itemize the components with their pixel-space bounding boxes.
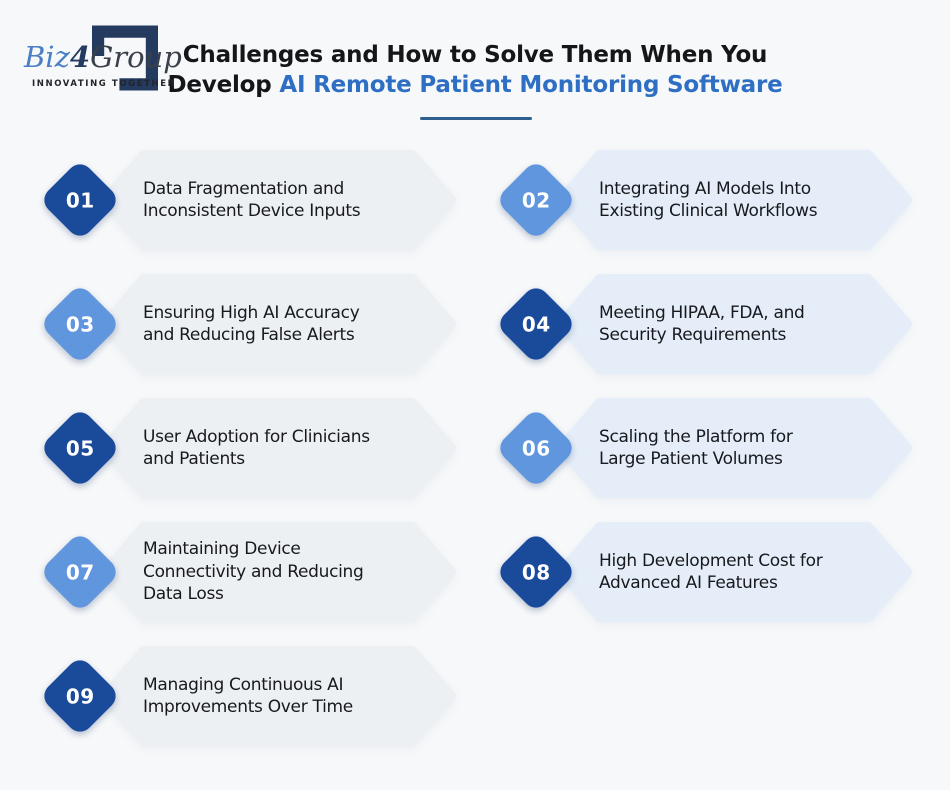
item-number: 04	[521, 312, 551, 336]
challenge-item: Maintaining Device Connectivity and Redu…	[38, 522, 459, 622]
brand-tagline: INNOVATING TOGETHER	[32, 79, 176, 89]
logo-bracket-icon	[92, 25, 158, 91]
item-number: 06	[521, 436, 551, 460]
item-text: Scaling the Platform for Large Patient V…	[599, 426, 793, 470]
item-text: Data Fragmentation and Inconsistent Devi…	[143, 178, 361, 222]
challenge-item: Meeting HIPAA, FDA, and Security Require…	[494, 274, 915, 374]
biz4group-logo: Biz4Group INNOVATING TOGETHER	[20, 16, 182, 104]
item-number: 05	[65, 436, 95, 460]
brand-digit: 4	[69, 40, 91, 74]
item-number: 02	[521, 188, 551, 212]
item-text: High Development Cost for Advanced AI Fe…	[599, 550, 823, 594]
brand-text: Biz4Group	[24, 40, 182, 74]
brand-suffix: Group	[90, 40, 182, 74]
challenge-item: Ensuring High AI Accuracy and Reducing F…	[38, 274, 459, 374]
page-title-line2: Develop AI Remote Patient Monitoring Sof…	[0, 70, 950, 100]
challenge-item: Integrating AI Models Into Existing Clin…	[494, 150, 915, 250]
item-number: 08	[521, 560, 551, 584]
item-number: 03	[65, 312, 95, 336]
challenge-item: Scaling the Platform for Large Patient V…	[494, 398, 915, 498]
challenge-item: High Development Cost for Advanced AI Fe…	[494, 522, 915, 622]
page-title: Challenges and How to Solve Them When Yo…	[0, 40, 950, 100]
item-text: User Adoption for Clinicians and Patient…	[143, 426, 370, 470]
item-number: 01	[65, 188, 95, 212]
title-underline	[420, 117, 532, 120]
item-number: 07	[65, 560, 95, 584]
title-line2-highlight: AI Remote Patient Monitoring Software	[279, 72, 783, 98]
challenge-item: Data Fragmentation and Inconsistent Devi…	[38, 150, 459, 250]
challenge-item: User Adoption for Clinicians and Patient…	[38, 398, 459, 498]
page-title-line1: Challenges and How to Solve Them When Yo…	[182, 42, 768, 68]
item-text: Managing Continuous AI Improvements Over…	[143, 674, 353, 718]
item-text: Maintaining Device Connectivity and Redu…	[143, 539, 364, 605]
item-text: Ensuring High AI Accuracy and Reducing F…	[143, 302, 360, 346]
brand-prefix: Biz	[24, 40, 70, 74]
item-number: 09	[65, 684, 95, 708]
item-text: Meeting HIPAA, FDA, and Security Require…	[599, 302, 805, 346]
title-line2-prefix: Develop	[167, 72, 280, 98]
item-text: Integrating AI Models Into Existing Clin…	[599, 178, 818, 222]
challenge-item: Managing Continuous AI Improvements Over…	[38, 646, 459, 746]
